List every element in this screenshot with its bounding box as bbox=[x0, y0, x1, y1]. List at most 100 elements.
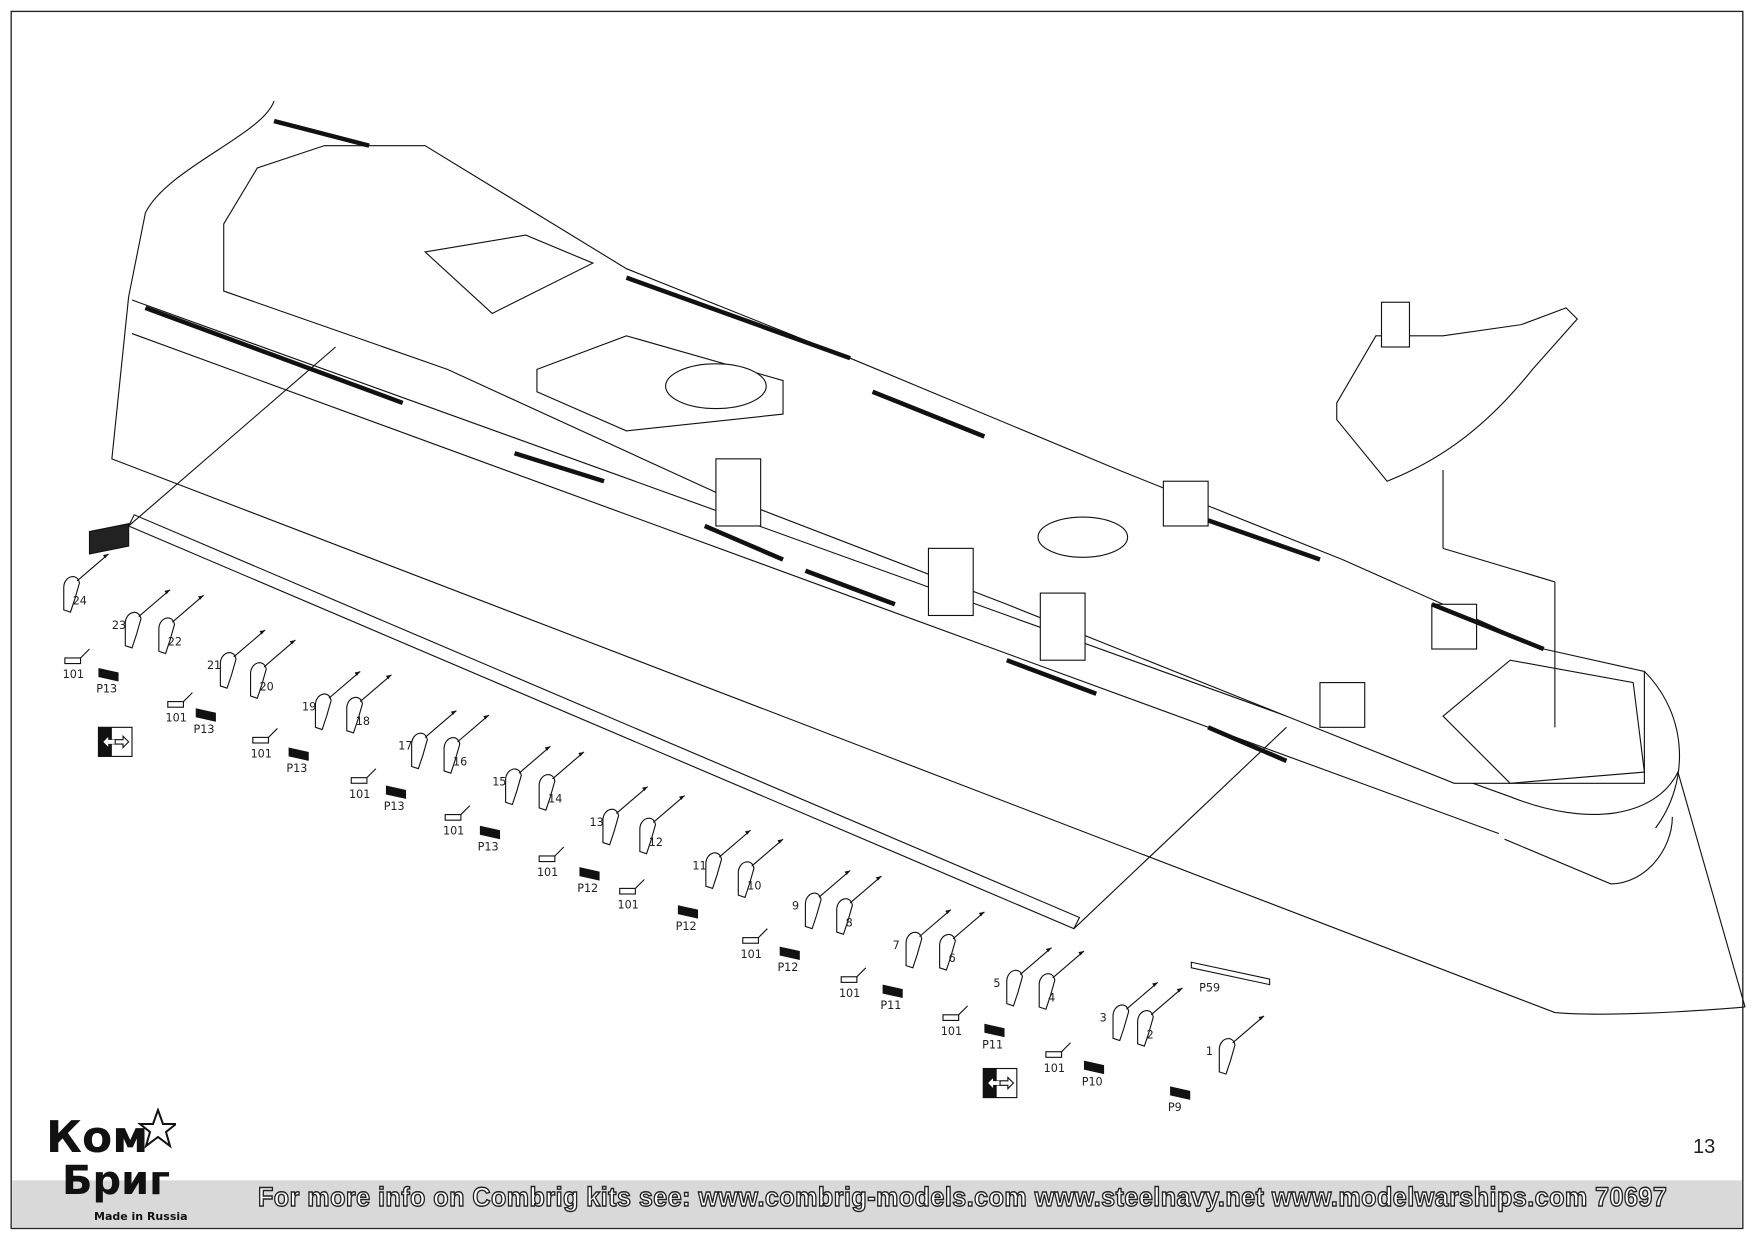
davit-number-label: 8 bbox=[846, 916, 853, 929]
davit-number-label: 20 bbox=[260, 680, 274, 693]
made-in-russia: Made in Russia bbox=[94, 1210, 188, 1223]
etched-part-label: P12 bbox=[676, 920, 697, 933]
davit-number-label: 19 bbox=[302, 701, 316, 714]
fitting-part-101 bbox=[742, 928, 768, 944]
part-101-label: 101 bbox=[741, 948, 762, 961]
davit-part bbox=[939, 911, 985, 971]
etched-part-label: P12 bbox=[777, 961, 798, 974]
davit-part bbox=[538, 751, 585, 811]
etched-part bbox=[984, 1023, 1005, 1038]
etched-part bbox=[195, 708, 216, 722]
davit-number-label: 10 bbox=[747, 880, 761, 893]
fitting-part-101 bbox=[538, 846, 565, 863]
etched-part bbox=[677, 905, 699, 919]
davit-number-label: 18 bbox=[356, 715, 370, 728]
davit-number-label: 2 bbox=[1147, 1028, 1154, 1041]
davit-part bbox=[219, 629, 266, 689]
fitting-part-101 bbox=[252, 728, 278, 744]
fitting-part-101 bbox=[444, 805, 471, 821]
etched-part-label: P9 bbox=[1168, 1101, 1182, 1114]
davit-number-label: 9 bbox=[792, 900, 799, 913]
davit-part bbox=[250, 639, 296, 699]
etched-part-label: P10 bbox=[1082, 1075, 1103, 1088]
davit-part bbox=[346, 674, 392, 734]
davit-part bbox=[1006, 947, 1052, 1007]
davit-part bbox=[314, 670, 361, 731]
etched-part bbox=[288, 747, 309, 761]
davit-number-label: 3 bbox=[1100, 1012, 1107, 1025]
etched-part bbox=[882, 984, 903, 999]
footer-band bbox=[12, 1180, 1742, 1228]
davit-part bbox=[63, 553, 109, 613]
etched-part bbox=[579, 867, 600, 881]
mirror-side-arrow-icon bbox=[982, 1067, 1018, 1099]
davit-number-label: 11 bbox=[692, 859, 706, 872]
superstructure bbox=[223, 145, 1646, 784]
etched-part-label: P13 bbox=[384, 800, 405, 813]
detail-inset bbox=[1336, 301, 1579, 728]
davit-number-label: 4 bbox=[1048, 991, 1055, 1004]
fitting-part-101 bbox=[350, 768, 377, 784]
svg-text:Ком: Ком bbox=[46, 1112, 148, 1163]
davit-number-label: 5 bbox=[993, 977, 1000, 990]
page-frame bbox=[10, 10, 1744, 1230]
davit-part bbox=[505, 745, 551, 806]
davit-part bbox=[1218, 1015, 1265, 1075]
part-101-label: 101 bbox=[349, 788, 370, 801]
fitting-part-101 bbox=[840, 967, 867, 983]
davit-part bbox=[836, 875, 882, 935]
davit-part bbox=[1112, 981, 1159, 1042]
davit-number-label: 22 bbox=[168, 636, 182, 649]
etched-part-label: P11 bbox=[880, 999, 901, 1012]
davit-part bbox=[124, 589, 171, 649]
davit-part bbox=[705, 829, 751, 890]
part-101-label: 101 bbox=[166, 712, 187, 725]
davit-number-label: 24 bbox=[73, 594, 87, 607]
p59-railing bbox=[1190, 961, 1271, 986]
mirror-side-arrow-icon bbox=[97, 726, 133, 757]
davit-number-label: 15 bbox=[492, 775, 506, 788]
etched-part bbox=[98, 668, 119, 682]
etched-part bbox=[385, 785, 407, 799]
davit-number-label: 13 bbox=[590, 816, 604, 829]
deck-railings bbox=[144, 118, 1545, 763]
part-101-label: 101 bbox=[443, 825, 464, 838]
boat-deck-strip bbox=[88, 346, 1287, 930]
etched-part-label: P13 bbox=[96, 683, 117, 696]
etched-part bbox=[1083, 1060, 1105, 1075]
davit-number-label: 21 bbox=[207, 659, 221, 672]
fitting-part-101 bbox=[167, 692, 193, 708]
davit-number-label: 14 bbox=[548, 792, 562, 805]
etched-part-label: P13 bbox=[478, 840, 499, 853]
davit-part bbox=[158, 594, 204, 655]
part-101-label: 101 bbox=[251, 748, 272, 761]
fitting-part-101 bbox=[64, 648, 90, 665]
davit-number-label: 17 bbox=[398, 740, 412, 753]
combrig-logo: Ком Бриг bbox=[46, 1108, 176, 1204]
davit-part bbox=[737, 838, 784, 899]
davit-number-label: 12 bbox=[649, 836, 663, 849]
davit-part bbox=[411, 710, 457, 770]
etched-part bbox=[1170, 1086, 1191, 1100]
part-101-label: 101 bbox=[537, 866, 558, 879]
fitting-part-101 bbox=[942, 1005, 969, 1021]
part-101-label: 101 bbox=[617, 899, 638, 912]
davit-group bbox=[63, 553, 1265, 1100]
davit-part bbox=[1137, 987, 1183, 1047]
davit-number-label: 6 bbox=[949, 952, 956, 965]
etched-part-label: P13 bbox=[286, 762, 307, 775]
p59-label: P59 bbox=[1199, 981, 1220, 994]
davit-part bbox=[1038, 950, 1085, 1010]
etched-part-label: P12 bbox=[577, 882, 598, 895]
part-101-label: 101 bbox=[839, 987, 860, 1000]
davit-part bbox=[905, 909, 952, 969]
davit-part bbox=[602, 786, 649, 846]
fitting-part-101 bbox=[619, 879, 645, 895]
part-101-label: 101 bbox=[1044, 1062, 1065, 1075]
davit-part bbox=[443, 714, 490, 774]
svg-text:Бриг: Бриг bbox=[62, 1158, 170, 1204]
davit-number-label: 23 bbox=[112, 619, 126, 632]
davit-part bbox=[639, 795, 685, 855]
footer-info-text: For more info on Combrig kits see: www.c… bbox=[257, 1181, 1668, 1212]
